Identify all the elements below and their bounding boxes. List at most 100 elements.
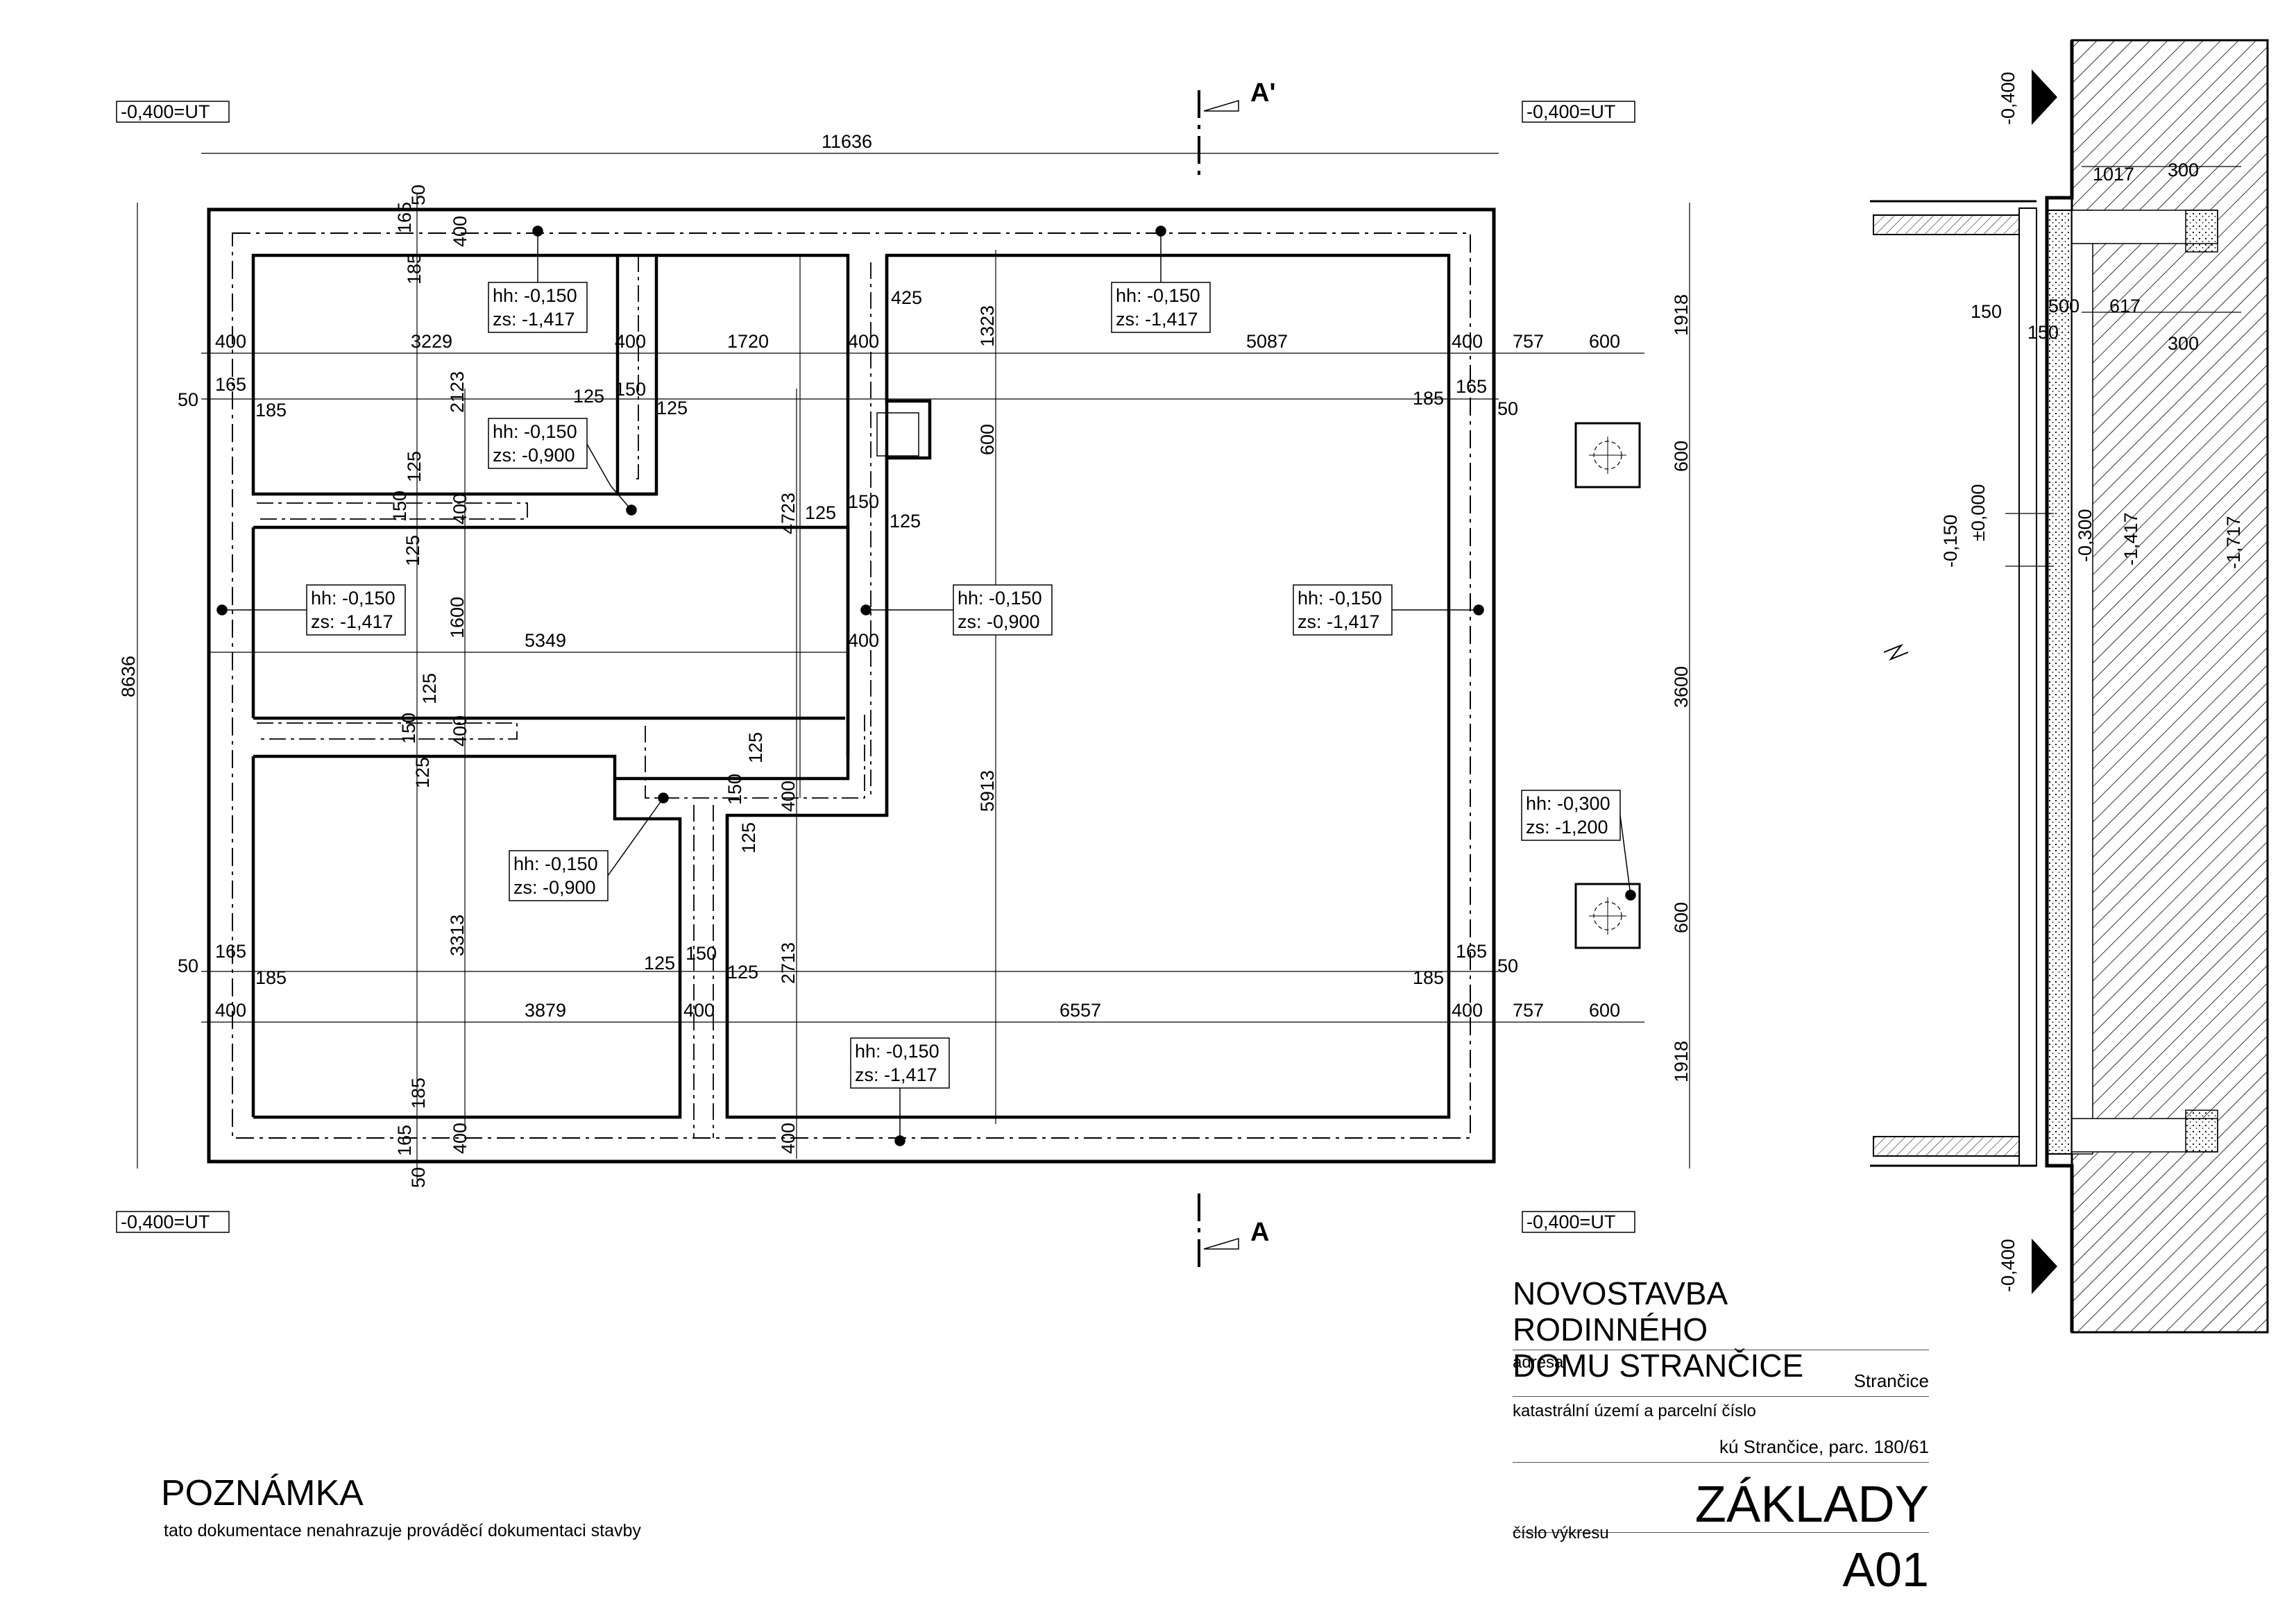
corner-level-tl: -0,400=UT [121, 101, 210, 122]
dim-125-d: 125 [890, 511, 921, 532]
dim-150-f: 150 [724, 774, 745, 805]
section-mark-bottom: A [1250, 1218, 1269, 1247]
foundation-walls [207, 207, 1496, 1164]
dim-rc-3: 600 [1671, 902, 1692, 933]
dim-r2-6: 600 [1589, 1000, 1620, 1021]
dim-r1-3: 1720 [727, 331, 769, 352]
project-title-line2: DOMU STRANČICE [1513, 1348, 1804, 1384]
tb-rule-3 [1513, 1462, 1929, 1463]
dim-rc-4: 1918 [1671, 1041, 1692, 1082]
dim-r2-5: 757 [1513, 1000, 1544, 1021]
dim-3313: 3313 [447, 915, 468, 956]
corner-levels [116, 101, 1635, 1233]
dim-r1-8: 600 [1589, 331, 1620, 352]
tag-7-hh: hh: -0,150 [855, 1041, 939, 1062]
column-pads [1574, 422, 1641, 949]
dim-150-d: 150 [389, 491, 410, 522]
sd-dim-150b: 150 [2027, 322, 2059, 343]
dim-125-b: 125 [656, 398, 688, 418]
tag-4-hh: hh: -0,150 [958, 588, 1042, 609]
dim-r1-2: 400 [615, 331, 646, 352]
tag-3-zs: zs: -1,417 [1116, 309, 1198, 330]
dim-2713: 2713 [778, 942, 799, 984]
section-mark-top: A' [1250, 78, 1275, 108]
tag-8-zs: zs: -1,200 [1526, 817, 1608, 838]
dim-185-r1: 185 [1413, 388, 1444, 409]
drawing-number-label: číslo výkresu [1513, 1524, 1609, 1543]
dim-165-r1: 165 [1456, 376, 1487, 397]
project-title-line1: NOVOSTAVBA RODINNÉHO [1513, 1275, 1726, 1348]
level-tag-leaders [216, 226, 1636, 1146]
address-label: adresa [1513, 1353, 1564, 1372]
drawing-number: A01 [1842, 1543, 1929, 1597]
dim-125-j: 125 [412, 757, 433, 788]
sd-dim-300b: 300 [2168, 333, 2199, 354]
dim-165-r2: 165 [1456, 941, 1487, 962]
dim-400-g: 400 [778, 781, 799, 812]
sd-level-0: -0,400 [1998, 71, 2018, 125]
address-value: Strančice [1853, 1370, 1929, 1391]
dim-125-i: 125 [419, 673, 440, 704]
dim-50-b: 50 [408, 1167, 429, 1188]
dim-425: 425 [891, 287, 922, 308]
dim-185-r2: 185 [1413, 967, 1444, 988]
tag-1-zs: zs: -0,900 [493, 445, 575, 466]
dim-400-f: 400 [450, 715, 470, 747]
dim-165-l2: 165 [215, 941, 246, 962]
dim-r2-0: 400 [215, 1000, 246, 1021]
sd-dim-500: 500 [2048, 296, 2080, 316]
sd-level-1: -0,400 [1998, 1239, 2018, 1292]
cadastre-value: kú Strančice, parc. 180/61 [1719, 1436, 1929, 1457]
section-cut-marks [1198, 90, 1239, 1270]
dim-185-t: 185 [404, 253, 425, 284]
dim-r1-0: 400 [215, 331, 246, 352]
dim-165-t: 165 [394, 202, 415, 233]
tag-2-hh: hh: -0,150 [311, 588, 396, 609]
dim-r2-4: 400 [1452, 1000, 1483, 1021]
dim-185-b: 185 [408, 1078, 429, 1109]
dim-50-r1: 50 [1497, 398, 1518, 419]
dim-165-l1: 165 [215, 374, 246, 395]
dim-125-l: 125 [738, 822, 759, 853]
tag-0-hh: hh: -0,150 [493, 285, 577, 306]
tag-6-hh: hh: -0,150 [513, 853, 598, 874]
dim-125-a: 125 [573, 386, 604, 407]
sd-level-6: -1,717 [2223, 516, 2244, 569]
dim-r2-2: 400 [683, 1000, 715, 1021]
dim-150-b: 150 [848, 491, 879, 512]
tag-7-zs: zs: -1,417 [855, 1064, 937, 1085]
dim-125-e: 125 [644, 953, 675, 974]
dim-50-l1: 50 [178, 389, 198, 410]
sd-level-3: ±0,000 [1968, 484, 1989, 541]
dim-150-c: 150 [686, 943, 717, 964]
corner-level-tr: -0,400=UT [1527, 101, 1615, 122]
tb-rule-2 [1513, 1396, 1929, 1397]
sd-dim-617: 617 [2109, 296, 2141, 316]
dim-overall-height: 8636 [118, 656, 139, 697]
dim-125-g: 125 [404, 451, 425, 482]
dim-150-a: 150 [615, 379, 646, 400]
note-title: POZNÁMKA [161, 1473, 364, 1513]
tag-4-zs: zs: -0,900 [958, 611, 1040, 632]
dim-rc-0: 1918 [1671, 294, 1692, 336]
tag-5-zs: zs: -1,417 [1298, 611, 1380, 632]
tag-8-hh: hh: -0,300 [1526, 793, 1610, 814]
corner-level-br: -0,400=UT [1527, 1212, 1615, 1232]
dim-50-r2: 50 [1497, 955, 1518, 976]
dim-r1-4: 400 [848, 331, 879, 352]
dim-400-e: 400 [450, 493, 470, 525]
tag-5-hh: hh: -0,150 [1298, 588, 1382, 609]
dim-150-e: 150 [398, 713, 419, 744]
drawing-title: ZÁKLADY [1694, 1475, 1929, 1533]
tag-3-hh: hh: -0,150 [1116, 285, 1200, 306]
tag-1-hh: hh: -0,150 [493, 421, 577, 442]
sd-level-5: -1,417 [2120, 512, 2141, 566]
dim-400-b2: 400 [778, 1123, 799, 1154]
dim-125-h: 125 [402, 535, 423, 566]
cadastre-label: katastrální území a parcelní číslo [1513, 1402, 1756, 1420]
dim-r1-7: 757 [1513, 331, 1544, 352]
dim-50-l2: 50 [178, 955, 198, 976]
dim-4723: 4723 [778, 493, 799, 534]
sd-dim-300a: 300 [2168, 160, 2199, 180]
